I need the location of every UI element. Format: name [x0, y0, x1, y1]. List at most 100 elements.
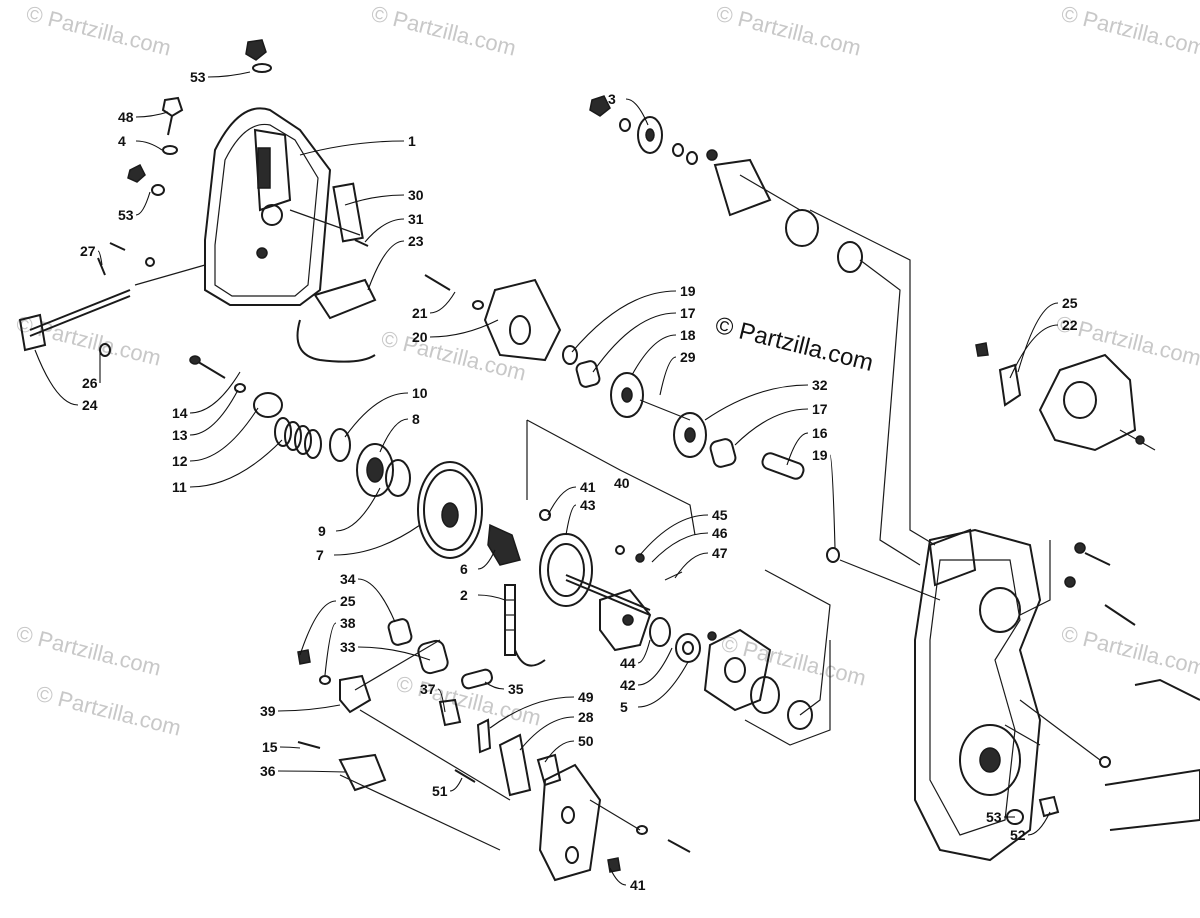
lower-bracket	[538, 763, 602, 882]
callout-label: 44	[620, 655, 636, 671]
callout-label: 9	[318, 523, 326, 539]
leader-line	[299, 600, 337, 656]
leader-line	[34, 349, 79, 406]
leader-line	[519, 716, 575, 751]
callout-label: 41	[630, 877, 646, 893]
leader-line	[1009, 324, 1059, 379]
shift-shaft	[29, 289, 131, 331]
leader-line	[651, 532, 709, 563]
leader-line	[189, 439, 283, 488]
leader-line	[544, 740, 575, 763]
callout-label: 11	[172, 479, 187, 495]
housing-22	[1038, 353, 1137, 452]
bearing-bracket	[483, 278, 562, 362]
leader-line	[1017, 302, 1059, 373]
watermark-text: © Partzilla.com	[394, 671, 544, 731]
callout-label: 50	[578, 733, 594, 749]
leader-line	[625, 98, 649, 126]
leader-line	[277, 704, 341, 712]
flange	[713, 158, 772, 217]
callout-label: 23	[408, 233, 424, 249]
callout-label: 14	[172, 405, 188, 421]
leader-line	[379, 418, 409, 453]
chain	[504, 584, 546, 667]
watermark-text: © Partzilla.com	[1059, 1, 1200, 61]
callout-label: 25	[340, 593, 356, 609]
leader-line	[324, 622, 337, 676]
leader-line	[637, 647, 673, 686]
callout-label: 2	[460, 587, 468, 603]
flange-5	[703, 628, 772, 712]
watermarks: © Partzilla.com © Partzilla.com © Partzill…	[14, 1, 1200, 741]
callout-label: 16	[812, 425, 828, 441]
leader-line	[829, 454, 836, 549]
callout-label: 53	[190, 69, 206, 85]
leader-line	[299, 140, 405, 156]
callout-label: 46	[712, 525, 728, 541]
callout-label: 17	[812, 401, 828, 417]
leader-line	[357, 646, 431, 661]
copyright-text: © Partzilla.com	[713, 312, 876, 377]
leader-line	[637, 639, 651, 664]
leader-line	[344, 392, 409, 438]
callout-label: 7	[316, 547, 324, 563]
callout-label: 51	[432, 783, 448, 799]
callout-label: 1	[408, 133, 416, 149]
callout-label: 41	[580, 479, 596, 495]
spring	[274, 417, 322, 459]
callout-label: 21	[412, 305, 428, 321]
callout-label: 15	[262, 739, 278, 755]
leader-line	[449, 777, 463, 792]
chaincase-cover	[204, 107, 332, 306]
leader-line	[571, 290, 677, 353]
watermark-text: © Partzilla.com	[369, 1, 519, 61]
callout-label: 36	[260, 763, 276, 779]
leader-line	[277, 770, 346, 773]
leader-line	[786, 432, 809, 466]
leader-line	[344, 194, 405, 206]
leader-line	[189, 407, 259, 462]
watermark-text: © Partzilla.com	[1059, 621, 1200, 681]
callout-label: 3	[608, 91, 616, 107]
callout-label: 33	[340, 639, 356, 655]
lever-28	[498, 733, 532, 797]
leader-line	[477, 594, 506, 601]
gear-43	[539, 533, 651, 616]
callout-label: 43	[580, 497, 596, 513]
parts	[18, 39, 1200, 882]
sprocket-18	[610, 372, 644, 418]
leader-line	[489, 696, 575, 729]
callout-label: 6	[460, 561, 468, 577]
leader-line	[429, 291, 456, 314]
dipstick	[161, 96, 184, 118]
leader-line	[659, 356, 677, 396]
bushing-33	[417, 639, 449, 675]
callout-label: 34	[340, 571, 356, 587]
leader-line	[189, 389, 239, 436]
sprocket-32	[673, 412, 707, 458]
leader-line	[631, 334, 677, 376]
callout-label: 53	[986, 809, 1002, 825]
callout-label: 45	[712, 507, 728, 523]
callout-label: 27	[80, 243, 96, 259]
callout-label: 5	[620, 699, 628, 715]
leader-line	[609, 867, 627, 886]
watermark-text: © Partzilla.com	[14, 621, 164, 681]
callout-label: 30	[408, 187, 424, 203]
sprocket-3	[637, 116, 663, 154]
leader-line	[429, 319, 499, 338]
callout-label: 31	[408, 211, 424, 227]
leader-line	[547, 486, 577, 516]
leader-lines	[34, 71, 1059, 886]
leader-line	[364, 218, 405, 243]
callout-label: 19	[812, 447, 828, 463]
callout-label: 42	[620, 677, 636, 693]
leader-line	[207, 71, 251, 78]
leader-line	[189, 371, 241, 414]
leader-line	[1027, 811, 1051, 836]
watermark-text: © Partzilla.com	[14, 311, 164, 371]
callout-label: 38	[340, 615, 356, 631]
drain-plug	[1038, 795, 1060, 818]
